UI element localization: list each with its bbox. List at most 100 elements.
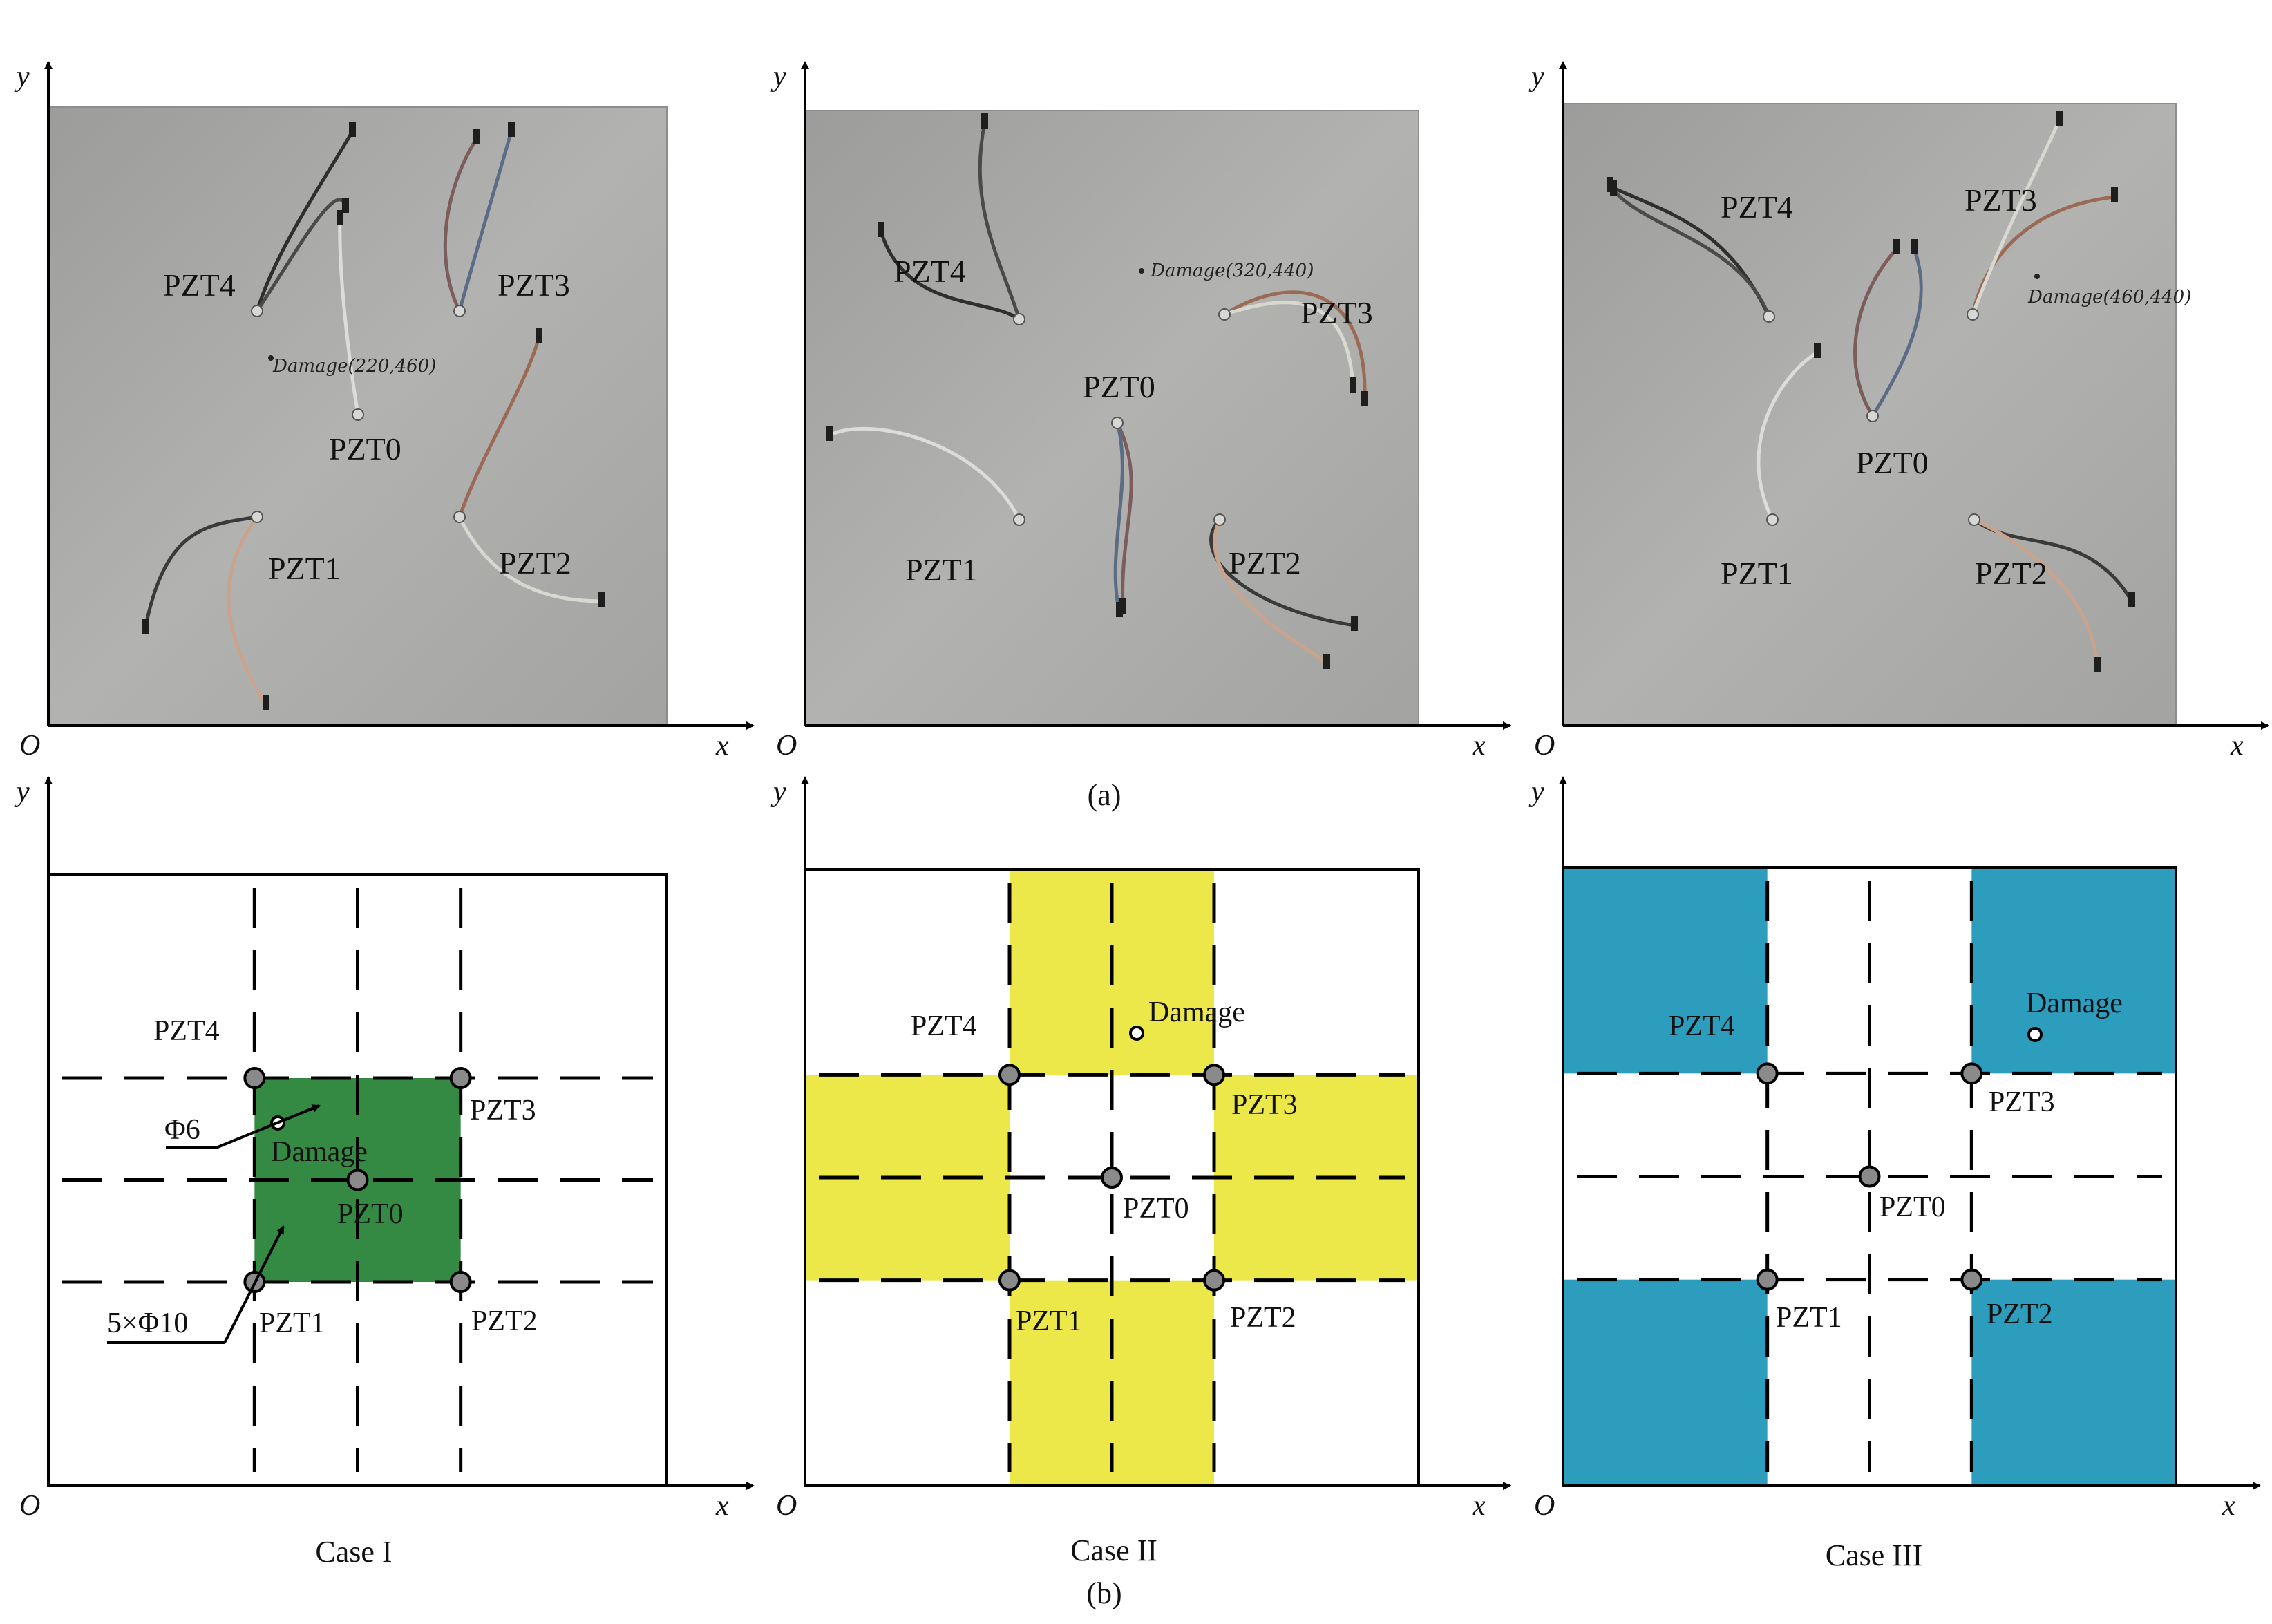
wire	[827, 426, 1021, 522]
sensor-pzt3	[449, 1067, 472, 1089]
sensor-p2	[1213, 513, 1226, 526]
sensor-pzt1	[1756, 1268, 1779, 1291]
damage-note: Damage(460,440)	[2027, 287, 2191, 308]
sensor-p4	[1013, 313, 1025, 325]
connector	[2094, 657, 2101, 672]
wire	[879, 229, 1021, 321]
sensor-label-pzt4: PZT4	[1669, 1010, 1735, 1042]
sensor-label-pzt4: PZT4	[163, 267, 236, 303]
sensor-p4	[1763, 310, 1775, 323]
monitoring-region	[1971, 867, 2176, 1074]
sensor-label-pzt3: PZT3	[470, 1095, 536, 1126]
monitoring-region	[1563, 867, 1768, 1074]
sensor-p0	[1111, 417, 1124, 429]
wire	[1209, 518, 1356, 627]
connector	[1350, 377, 1356, 393]
sensor-pzt3	[1203, 1064, 1225, 1086]
sensor-label-pzt3: PZT3	[1965, 182, 2037, 218]
sensor-pzt4	[1756, 1062, 1779, 1085]
connector	[1361, 391, 1368, 406]
sensor-label-pzt1: PZT1	[1016, 1305, 1082, 1337]
sensor-pzt2	[449, 1271, 472, 1293]
x-axis-label: x	[2222, 1490, 2235, 1522]
sensor-label-pzt3: PZT3	[1300, 295, 1373, 330]
wire	[1971, 195, 2117, 317]
sensor-p2	[1968, 513, 1980, 526]
sensor-p1	[1013, 513, 1025, 526]
connector	[1610, 180, 1617, 196]
sensor-p0	[1866, 410, 1879, 422]
connector	[1893, 239, 1900, 254]
leader-line	[223, 1225, 285, 1343]
connector	[1323, 654, 1330, 669]
connector	[536, 328, 542, 343]
damage-hole	[2027, 1027, 2043, 1042]
connector	[142, 619, 149, 634]
wire	[978, 121, 1021, 321]
origin-label: O	[19, 730, 40, 762]
hole-diameter-label: Φ6	[164, 1114, 200, 1146]
sensor-pzt0	[346, 1169, 369, 1191]
sensor-label-pzt1: PZT1	[1721, 556, 1793, 591]
sensor-label-pzt0: PZT0	[1856, 445, 1929, 480]
connector	[1351, 616, 1358, 631]
wire	[1972, 518, 2099, 669]
sensor-p3	[1967, 308, 1979, 321]
connector	[1116, 602, 1123, 617]
sensor-label-pzt2: PZT2	[1975, 556, 2047, 591]
connector	[337, 210, 343, 225]
y-axis-label: y	[770, 61, 786, 93]
wire	[227, 515, 268, 707]
connector	[2111, 187, 2118, 202]
sensor-wires	[142, 122, 605, 710]
case-label: Case II	[1070, 1533, 1157, 1567]
panel-label-a: (a)	[1088, 778, 1121, 812]
sensor-label-pzt2: PZT2	[471, 1305, 538, 1337]
monitoring-region	[1563, 1279, 1768, 1486]
wire	[1757, 350, 1819, 522]
wire	[1113, 421, 1124, 614]
wire	[1222, 290, 1367, 403]
sensor-p1	[1766, 513, 1779, 526]
sensor-p3	[453, 305, 466, 317]
damage-mark	[1139, 268, 1144, 274]
sensor-pzt0	[1101, 1167, 1123, 1189]
sensor-wires	[1607, 111, 2135, 672]
sensor-label-pzt0: PZT0	[1880, 1191, 1946, 1223]
sensor-label-pzt3: PZT3	[1989, 1086, 2055, 1118]
sensor-pzt4	[243, 1067, 266, 1089]
sensor-label-pzt4: PZT4	[153, 1015, 220, 1047]
sensor-p4	[251, 305, 263, 317]
sensor-p3	[1218, 308, 1231, 321]
sensor-label-pzt0: PZT0	[337, 1198, 404, 1230]
origin-label: O	[1534, 1490, 1555, 1522]
sensor-label-pzt4: PZT4	[911, 1010, 977, 1042]
wire	[457, 335, 541, 519]
sensor-label-pzt1: PZT1	[259, 1307, 325, 1339]
connector	[2128, 592, 2135, 607]
sensor-label-pzt1: PZT1	[905, 552, 978, 587]
sensor-pzt4	[998, 1064, 1021, 1086]
connector	[826, 426, 833, 441]
x-axis-label: x	[715, 730, 729, 762]
connector	[878, 222, 884, 237]
wire	[338, 218, 360, 417]
damage-label: Damage	[2026, 988, 2123, 1019]
connector	[349, 122, 356, 137]
connector	[981, 113, 988, 129]
sensor-p1	[251, 511, 263, 523]
sensor-label-pzt4: PZT4	[893, 254, 966, 289]
connector	[1814, 343, 1821, 358]
sensor-pzt2	[1203, 1269, 1225, 1292]
sensor-label-pzt3: PZT3	[1231, 1089, 1298, 1121]
sensor-label-pzt0: PZT0	[1083, 369, 1155, 404]
origin-label: O	[1534, 730, 1555, 762]
case-label: Case I	[315, 1535, 392, 1569]
y-axis-label: y	[14, 61, 30, 93]
y-axis-label: y	[14, 776, 30, 808]
